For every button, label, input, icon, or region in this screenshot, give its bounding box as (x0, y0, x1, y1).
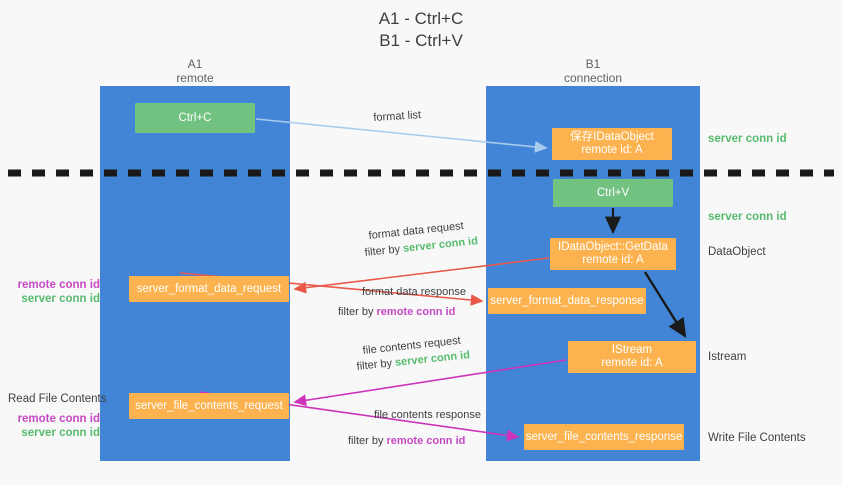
left-label-read-file-contents: Read File Contents (8, 393, 107, 405)
box-getdata[interactable]: IDataObject::GetData remote id: A (550, 238, 676, 270)
box-server-file-contents-response-label: server_file_contents_response (525, 430, 683, 443)
lane-b1-header: B1 connection (486, 57, 700, 85)
edge-label-format-data-response: format data response (362, 285, 466, 299)
filter-value-2: remote conn id (376, 306, 456, 318)
right-label-dataobject: DataObject (708, 246, 766, 258)
box-getdata-line2: remote id: A (582, 254, 644, 266)
left-label-server-conn-id-1: server conn id (21, 293, 100, 305)
edge-label-file-contents-response-text: file contents response (374, 409, 482, 421)
box-server-format-data-response[interactable]: server_format_data_response (488, 288, 646, 314)
title-line-2: B1 - Ctrl+V (379, 31, 463, 50)
filter-prefix-1: filter by (364, 242, 404, 259)
left-label-server-conn-id-2: server conn id (21, 427, 100, 439)
left-label-remote-conn-id-2: remote conn id (17, 413, 100, 425)
lane-b1-title: B1 (585, 57, 601, 71)
lane-a1-subtitle: remote (176, 71, 214, 85)
right-label-server-conn-id-2: server conn id (708, 211, 787, 223)
filter-prefix-2: filter by (338, 306, 377, 318)
box-server-format-data-response-label: server_format_data_response (490, 294, 644, 307)
box-idataobject-line2: remote id: A (581, 144, 643, 156)
edge-label-file-contents-response: file contents response (374, 408, 481, 422)
edge-label-filter-by-remote-conn-id-2: filter by remote conn id (348, 434, 465, 448)
box-getdata-line1: IDataObject::GetData (558, 241, 668, 253)
edge-label-format-data-response-text: format data response (362, 286, 466, 298)
left-label-conn-ids-2: remote conn id server conn id (8, 412, 100, 440)
box-ctrl-c-label: Ctrl+C (178, 111, 212, 124)
left-label-remote-conn-id-1: remote conn id (17, 279, 100, 291)
box-ctrl-v-label: Ctrl+V (596, 186, 630, 199)
right-label-istream: Istream (708, 351, 747, 363)
lane-a1-title: A1 (187, 57, 203, 71)
box-istream-line2: remote id: A (601, 357, 663, 369)
box-server-format-data-request-label: server_format_data_request (136, 282, 282, 295)
filter-prefix-3: filter by (356, 356, 396, 373)
edge-label-format-list: format list (373, 108, 421, 125)
box-istream-line1: IStream (611, 344, 653, 356)
filter-prefix-4: filter by (348, 435, 387, 447)
box-ctrl-v[interactable]: Ctrl+V (553, 179, 673, 207)
box-ctrl-c[interactable]: Ctrl+C (135, 103, 255, 133)
box-server-format-data-request[interactable]: server_format_data_request (129, 276, 289, 302)
edge-label-filter-by-remote-conn-id-1: filter by remote conn id (338, 305, 455, 319)
right-label-server-conn-id-1: server conn id (708, 133, 787, 145)
lane-a1-header: A1 remote (100, 57, 290, 85)
box-idataobject[interactable]: 保存IDataObject remote id: A (552, 128, 672, 160)
left-label-conn-ids-1: remote conn id server conn id (8, 278, 100, 306)
filter-value-4: remote conn id (386, 435, 466, 447)
page-title: A1 - Ctrl+C B1 - Ctrl+V (0, 8, 842, 52)
box-istream[interactable]: IStream remote id: A (568, 341, 696, 373)
title-line-1: A1 - Ctrl+C (378, 9, 464, 28)
box-server-file-contents-request[interactable]: server_file_contents_request (129, 393, 289, 419)
edge-label-format-list-text: format list (373, 109, 422, 124)
right-label-write-file-contents: Write File Contents (708, 432, 806, 444)
box-server-file-contents-request-label: server_file_contents_request (135, 399, 283, 412)
box-idataobject-line1: 保存IDataObject (570, 131, 654, 143)
box-server-file-contents-response[interactable]: server_file_contents_response (524, 424, 684, 450)
lane-b1-subtitle: connection (563, 71, 623, 85)
